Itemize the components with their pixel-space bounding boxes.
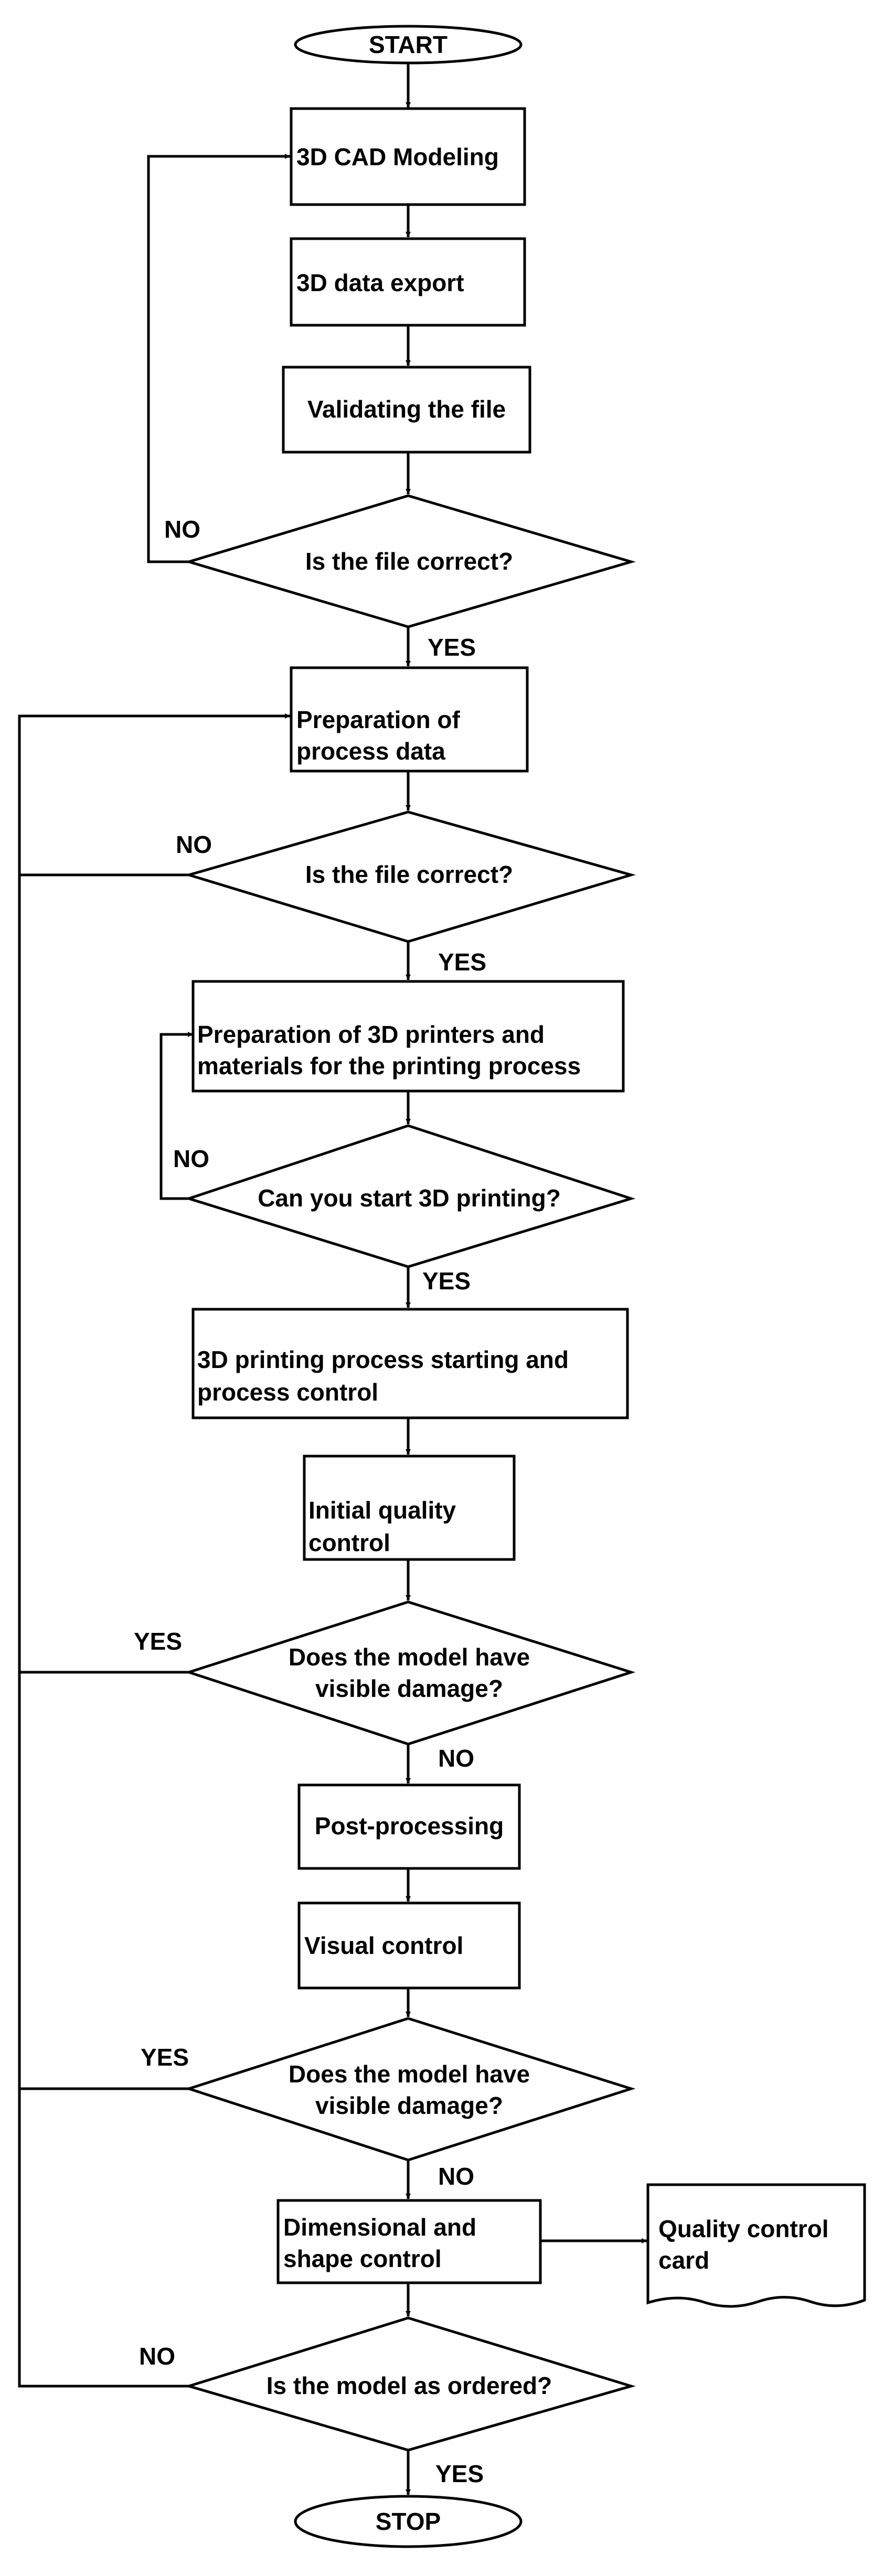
step-box xyxy=(276,2199,542,2284)
step-label: Validating the file xyxy=(307,396,506,423)
step-dimensional-shape-control: Dimensional and shape control xyxy=(276,2199,542,2284)
start-terminal: START xyxy=(294,25,523,65)
step-box xyxy=(290,666,529,773)
step-post-processing: Post-processing xyxy=(297,1783,521,1870)
decision-diamond xyxy=(184,2017,636,2162)
branch-label-no: NO xyxy=(438,2163,474,2190)
step-label: Visual control xyxy=(304,1932,463,1959)
decision-label: Is the model as ordered? xyxy=(267,2372,552,2399)
step-box xyxy=(297,1783,521,1870)
decision-can-start-printing: Can you start 3D printing? xyxy=(184,1124,636,1268)
decision-visible-damage-2: Does the model have visible damage? xyxy=(184,2017,636,2162)
step-initial-quality-control: Initial quality control xyxy=(303,1455,516,1561)
step-printing-process: 3D printing process starting and process… xyxy=(191,1308,629,1419)
decision-file-correct-2: Is the file correct? xyxy=(184,810,636,943)
branch-label-yes: YES xyxy=(141,2044,189,2071)
step-label: 3D CAD Modeling xyxy=(296,143,499,170)
stop-terminal: STOP xyxy=(294,2495,523,2548)
step-label-line2: materials for the printing process xyxy=(197,1052,581,1079)
decision-diamond xyxy=(184,1600,636,1746)
loop-no-to-printers xyxy=(159,1032,193,1200)
step-label-line1: Preparation of xyxy=(296,706,461,733)
branch-label-yes: YES xyxy=(422,1267,471,1295)
step-data-export: 3D data export xyxy=(290,237,526,327)
step-prep-printers: Preparation of 3D printers and materials… xyxy=(191,980,625,1093)
loop-left-bus xyxy=(18,713,290,2388)
decision-diamond xyxy=(184,810,636,943)
step-box xyxy=(191,1308,629,1419)
decision-label-line2: visible damage? xyxy=(315,2092,503,2119)
decision-label: Can you start 3D printing? xyxy=(258,1184,561,1212)
step-label-line1: Dimensional and xyxy=(283,2214,476,2241)
step-label-line2: process data xyxy=(296,737,445,765)
step-label: 3D data export xyxy=(296,269,464,296)
step-label-line1: Initial quality xyxy=(308,1497,456,1524)
decision-label-line2: visible damage? xyxy=(315,1675,503,1702)
decision-diamond xyxy=(184,494,636,628)
step-visual-control: Visual control xyxy=(297,1901,521,1990)
document-shape xyxy=(646,2183,866,2308)
decision-file-correct-1: Is the file correct? xyxy=(184,494,636,628)
decision-label: Is the file correct? xyxy=(305,548,513,575)
decision-label-line1: Does the model have xyxy=(289,1643,530,1671)
quality-control-card: Quality control card xyxy=(646,2183,866,2308)
document-label-line1: Quality control xyxy=(658,2215,829,2242)
branch-label-yes: YES xyxy=(134,1628,182,1655)
step-cad-modeling: 3D CAD Modeling xyxy=(290,107,526,206)
decision-diamond xyxy=(184,2316,636,2452)
stop-label: STOP xyxy=(376,2508,441,2535)
document-label-line2: card xyxy=(658,2247,709,2274)
decision-label-line1: Does the model have xyxy=(289,2060,530,2088)
connectors xyxy=(18,63,647,2495)
stop-shape xyxy=(294,2495,523,2548)
step-box xyxy=(290,237,526,327)
step-validating: Validating the file xyxy=(282,366,531,454)
branch-label-yes: YES xyxy=(428,634,476,661)
branch-label-no: NO xyxy=(164,516,200,543)
step-label-line2: process control xyxy=(197,1378,378,1406)
step-box xyxy=(297,1901,521,1990)
step-box xyxy=(303,1455,516,1561)
branch-labels: NO YES NO YES NO YES YES NO YES NO NO YE… xyxy=(134,516,486,2487)
step-box xyxy=(282,366,531,454)
step-label-line1: Preparation of 3D printers and xyxy=(197,1021,545,1048)
decision-visible-damage-1: Does the model have visible damage? xyxy=(184,1600,636,1746)
step-box xyxy=(191,980,625,1093)
branch-label-no: NO xyxy=(176,831,212,858)
branch-label-no: NO xyxy=(438,1745,474,1772)
decision-diamond xyxy=(184,1124,636,1268)
start-label: START xyxy=(369,31,448,58)
branch-label-yes: YES xyxy=(435,2460,484,2487)
branch-label-no: NO xyxy=(173,1145,209,1172)
step-prep-process-data: Preparation of process data xyxy=(290,666,529,773)
step-label-line2: shape control xyxy=(283,2245,442,2272)
start-shape xyxy=(294,25,523,65)
decision-model-as-ordered: Is the model as ordered? xyxy=(184,2316,636,2452)
branch-label-no: NO xyxy=(139,2343,175,2370)
step-label-line2: control xyxy=(308,1529,390,1556)
step-label: Post-processing xyxy=(315,1812,504,1840)
step-box xyxy=(290,107,526,206)
branch-label-yes: YES xyxy=(438,948,486,976)
loop-no-to-cad xyxy=(147,154,290,563)
step-label-line1: 3D printing process starting and xyxy=(197,1346,569,1373)
decision-label: Is the file correct? xyxy=(305,861,513,888)
